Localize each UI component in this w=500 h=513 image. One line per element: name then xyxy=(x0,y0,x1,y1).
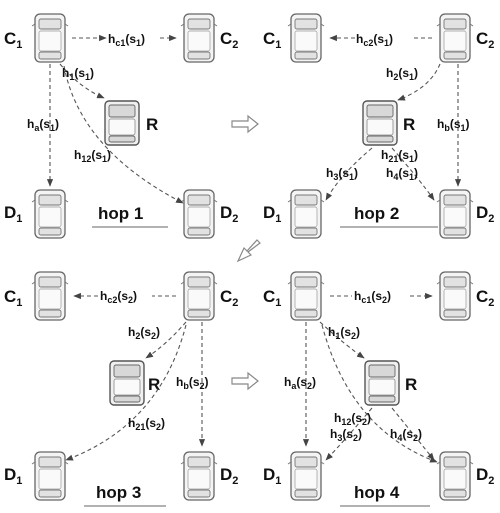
node-r-label: R xyxy=(148,375,160,394)
car-c1-icon xyxy=(287,13,325,63)
edge-label-h4: h4(s1) xyxy=(386,166,418,182)
edge-c1-d2 xyxy=(321,324,438,463)
car-c1-icon xyxy=(287,271,325,321)
edge-label-hc2: hc2(s1) xyxy=(356,32,393,48)
panel-hop2: C1 C2 R D1 D2 hc2(s1) h2(s1) hb(s1) h21(… xyxy=(263,13,494,239)
node-d1-label: D1 xyxy=(263,465,281,487)
transition-arrow-3-4 xyxy=(231,371,259,391)
hop-label: hop 3 xyxy=(96,483,141,502)
relay-car-icon xyxy=(109,360,145,406)
hop-label: hop 4 xyxy=(354,483,400,502)
node-d2-label: D2 xyxy=(220,465,238,487)
relay-car-icon xyxy=(362,100,398,146)
edge-r-d2 xyxy=(391,147,435,201)
edge-label-h4: h4(s2) xyxy=(390,427,422,443)
node-c1-label: C1 xyxy=(263,29,281,51)
node-d1-label: D1 xyxy=(263,203,281,225)
node-r-label: R xyxy=(403,115,415,134)
car-c1-icon xyxy=(31,13,69,63)
car-d2-icon xyxy=(436,451,474,501)
car-c2-icon xyxy=(436,13,474,63)
edge-label-hc1: hc1(s1) xyxy=(108,32,145,48)
car-d1-icon xyxy=(287,189,325,239)
edge-c1-r xyxy=(319,321,365,359)
node-d2-label: D2 xyxy=(476,203,494,225)
edge-c2-d1 xyxy=(65,324,187,461)
panel-hop3: C1 C2 R D1 D2 hc2(s2) h2(s2) hb(s2) h21(… xyxy=(4,271,238,507)
edge-label-ha: ha(s1) xyxy=(27,117,59,133)
edge-c1-r xyxy=(59,63,105,99)
edge-label-ha: ha(s2) xyxy=(284,375,316,391)
transition-arrow-1-2 xyxy=(231,114,259,134)
edge-label-h2: h2(s1) xyxy=(386,66,418,82)
relay-car-icon xyxy=(364,360,400,406)
car-d2-icon xyxy=(180,451,218,501)
node-c1-label: C1 xyxy=(263,287,281,309)
node-d2-label: D2 xyxy=(220,203,238,225)
car-c2-icon xyxy=(436,271,474,321)
edge-label-h21: h21(s2) xyxy=(128,416,165,432)
relay-car-icon xyxy=(104,100,140,146)
node-c2-label: C2 xyxy=(476,29,494,51)
edge-r-d1 xyxy=(325,407,373,461)
node-d1-label: D1 xyxy=(4,465,22,487)
node-r-label: R xyxy=(405,375,417,394)
node-c1-label: C1 xyxy=(4,287,22,309)
car-c2-icon xyxy=(180,13,218,63)
edge-r-d1 xyxy=(325,147,373,201)
node-c2-label: C2 xyxy=(220,287,238,309)
edge-label-hb: hb(s2) xyxy=(176,375,209,391)
transition-arrow-2-3 xyxy=(236,239,261,263)
edge-r-d2 xyxy=(391,407,435,461)
car-d1-icon xyxy=(31,189,69,239)
car-d2-icon xyxy=(436,189,474,239)
edge-label-h3: h3(s1) xyxy=(326,166,358,182)
car-d2-icon xyxy=(180,189,218,239)
edge-label-h2: h2(s2) xyxy=(128,325,160,341)
edge-label-hc2: hc2(s2) xyxy=(100,289,137,305)
node-c2-label: C2 xyxy=(220,29,238,51)
node-r-label: R xyxy=(146,115,158,134)
hop-label: hop 1 xyxy=(98,204,143,223)
node-d2-label: D2 xyxy=(476,465,494,487)
edge-label-h12: h12(s2) xyxy=(334,411,371,427)
edge-label-h12: h12(s1) xyxy=(74,148,111,164)
panel-hop4: C1 C2 R D1 D2 hc1(s2) h1(s2) ha(s2) h12(… xyxy=(263,271,494,507)
car-d1-icon xyxy=(287,451,325,501)
edge-c2-r xyxy=(145,321,187,359)
edge-label-hc1: hc1(s2) xyxy=(354,289,391,305)
edge-c1-d2 xyxy=(63,65,184,204)
edge-label-h1: h1(s2) xyxy=(328,325,360,341)
car-c2-icon xyxy=(180,271,218,321)
edge-label-h3: h3(s2) xyxy=(330,427,362,443)
edge-label-hb: hb(s1) xyxy=(437,117,470,133)
edge-label-h1: h1(s1) xyxy=(62,66,94,82)
edge-label-h21: h21(s1) xyxy=(381,148,418,164)
car-d1-icon xyxy=(31,451,69,501)
node-c2-label: C2 xyxy=(476,287,494,309)
node-c1-label: C1 xyxy=(4,29,22,51)
edge-c2-r xyxy=(397,63,441,101)
node-d1-label: D1 xyxy=(4,203,22,225)
car-c1-icon xyxy=(31,271,69,321)
panel-hop1: C1 C2 R D1 D2 hc1(s1) h1(s1) ha(s1) h12(… xyxy=(4,13,238,239)
hop-label: hop 2 xyxy=(354,204,399,223)
